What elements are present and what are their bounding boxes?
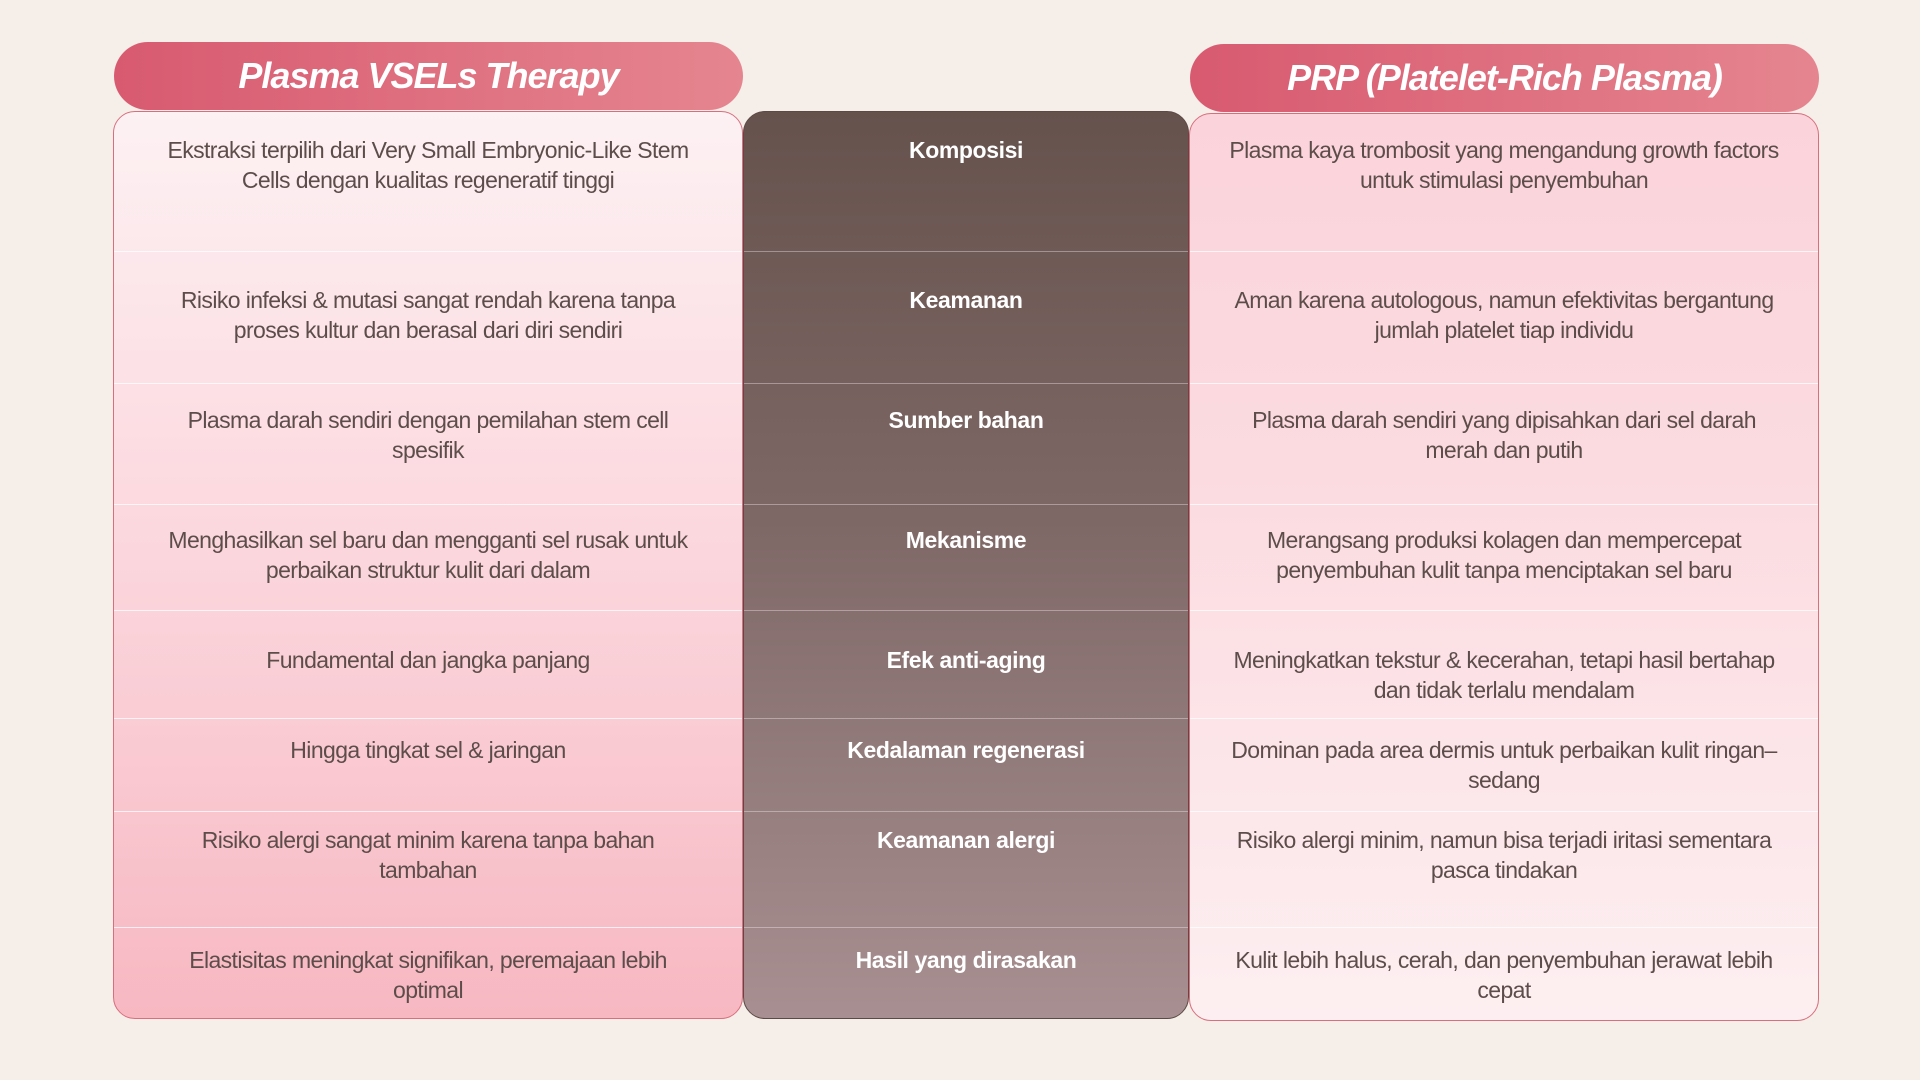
- plasma-vsels-kedalaman-regenerasi-text: Hingga tingkat sel & jaringan: [290, 737, 566, 763]
- criteria-label-keamanan: Keamanan: [909, 287, 1023, 313]
- row-divider: [744, 251, 1188, 252]
- row-divider: [1190, 811, 1818, 812]
- row-divider: [114, 610, 742, 611]
- plasma-vsels-anti-aging-text: Fundamental dan jangka panjang: [266, 647, 590, 673]
- row-divider: [744, 811, 1188, 812]
- plasma-vsels-header: Plasma VSELs Therapy: [114, 42, 743, 110]
- prp-sumber-bahan-text: Plasma darah sendiri yang dipisahkan dar…: [1252, 407, 1756, 463]
- prp-anti-aging-text: Meningkatkan tekstur & kecerahan, tetapi…: [1233, 647, 1775, 703]
- row-divider: [114, 383, 742, 384]
- plasma-vsels-keamanan-alergi-text: Risiko alergi sangat minim karena tanpa …: [201, 827, 655, 883]
- row-divider: [744, 383, 1188, 384]
- row-divider: [744, 610, 1188, 611]
- plasma-vsels-mekanisme-text: Menghasilkan sel baru dan mengganti sel …: [168, 527, 688, 583]
- row-divider: [114, 251, 742, 252]
- prp-kedalaman-regenerasi-text: Dominan pada area dermis untuk perbaikan…: [1231, 737, 1777, 793]
- prp-keamanan-alergi-text: Risiko alergi minim, namun bisa terjadi …: [1236, 827, 1772, 883]
- row-divider: [1190, 610, 1818, 611]
- criteria-label-kedalaman-regenerasi: Kedalaman regenerasi: [847, 737, 1085, 763]
- criteria-column: [743, 111, 1189, 1019]
- plasma-vsels-keamanan-text: Risiko infeksi & mutasi sangat rendah ka…: [180, 287, 676, 343]
- row-divider: [744, 718, 1188, 719]
- row-divider: [1190, 383, 1818, 384]
- row-divider: [114, 927, 742, 928]
- row-divider: [1190, 718, 1818, 719]
- row-divider: [1190, 504, 1818, 505]
- plasma-vsels-hasil-text: Elastisitas meningkat signifikan, perema…: [189, 947, 667, 1003]
- criteria-label-sumber-bahan: Sumber bahan: [888, 407, 1044, 433]
- row-divider: [744, 504, 1188, 505]
- prp-column: [1189, 113, 1819, 1021]
- criteria-label-komposisi: Komposisi: [909, 137, 1023, 163]
- row-divider: [744, 927, 1188, 928]
- plasma-vsels-sumber-bahan-text: Plasma darah sendiri dengan pemilahan st…: [187, 407, 669, 463]
- criteria-label-keamanan-alergi: Keamanan alergi: [876, 827, 1056, 853]
- prp-mekanisme-text: Merangsang produksi kolagen dan memperce…: [1266, 527, 1742, 583]
- row-divider: [114, 811, 742, 812]
- prp-header: PRP (Platelet-Rich Plasma): [1190, 44, 1819, 112]
- prp-hasil-text: Kulit lebih halus, cerah, dan penyembuha…: [1235, 947, 1773, 1003]
- prp-komposisi-text: Plasma kaya trombosit yang mengandung gr…: [1229, 137, 1779, 193]
- criteria-label-hasil: Hasil yang dirasakan: [855, 947, 1077, 973]
- criteria-label-mekanisme: Mekanisme: [905, 527, 1027, 553]
- row-divider: [1190, 927, 1818, 928]
- plasma-vsels-komposisi-text: Ekstraksi terpilih dari Very Small Embry…: [167, 137, 689, 193]
- row-divider: [1190, 251, 1818, 252]
- plasma-vsels-column: [113, 111, 743, 1019]
- prp-keamanan-text: Aman karena autologous, namun efektivita…: [1234, 287, 1774, 343]
- row-divider: [114, 504, 742, 505]
- criteria-label-anti-aging: Efek anti-aging: [886, 647, 1046, 673]
- row-divider: [114, 718, 742, 719]
